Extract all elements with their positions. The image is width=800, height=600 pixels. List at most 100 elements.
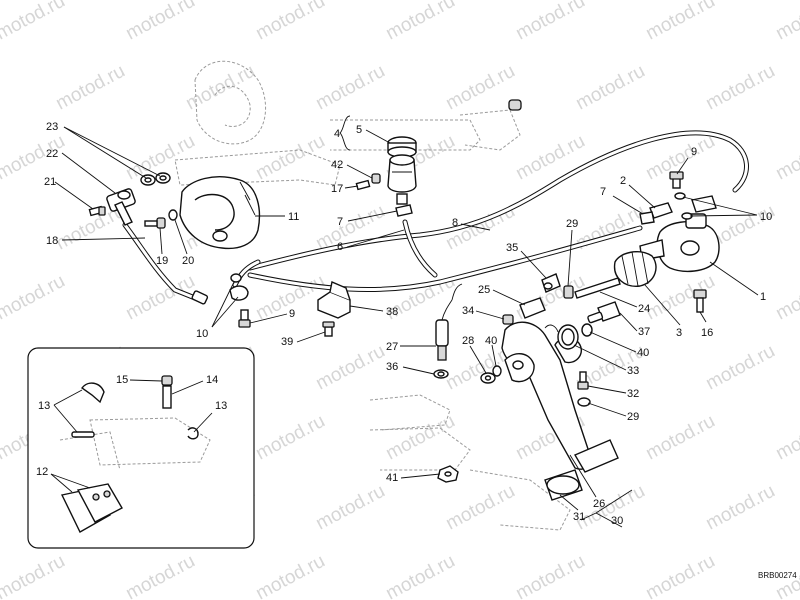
clevis-37 — [587, 301, 621, 324]
watermark-text: motod.ru — [0, 551, 69, 600]
label-4: 4 — [334, 128, 340, 140]
pin-13-b — [71, 431, 95, 438]
watermark-text: motod.ru — [442, 481, 518, 535]
screw-17 — [355, 179, 371, 191]
washer-28 — [480, 372, 496, 384]
label-7-right: 7 — [600, 186, 606, 198]
pin-29-top — [563, 285, 574, 299]
bracket-38 — [317, 281, 351, 319]
label-28: 28 — [462, 335, 474, 347]
reservoir-bracket-42 — [371, 173, 381, 184]
fitting-10-left — [229, 273, 249, 301]
label-40-right: 40 — [637, 347, 649, 359]
watermark-text: motod.ru — [512, 131, 588, 185]
label-27: 27 — [386, 341, 398, 353]
label-25: 25 — [478, 284, 490, 296]
label-40-left: 40 — [485, 335, 497, 347]
watermark-text: motod.ru — [382, 0, 458, 44]
clamp-7-top — [395, 204, 413, 217]
bolt-21 — [88, 205, 106, 217]
label-2: 2 — [620, 175, 626, 187]
clip-13-a — [81, 382, 105, 404]
label-10-right: 10 — [760, 211, 772, 223]
label-6: 6 — [337, 241, 343, 253]
watermark-text: motod.ru — [252, 411, 328, 465]
label-24: 24 — [638, 303, 650, 315]
fluid-reservoir-4 — [387, 136, 417, 205]
clamp-7-right — [639, 211, 655, 225]
banjo-right — [691, 195, 717, 213]
label-5: 5 — [356, 124, 362, 136]
leader-lines — [50, 115, 759, 528]
watermark-text: motod.ru — [382, 551, 458, 600]
label-41: 41 — [386, 472, 398, 484]
watermark-text: motod.ru — [0, 271, 69, 325]
hose-18 — [122, 222, 209, 305]
pushrod-24 — [574, 277, 621, 299]
label-18: 18 — [46, 235, 58, 247]
bolt-9-left — [238, 309, 251, 328]
nut-36 — [433, 369, 449, 379]
watermark-text: motod.ru — [702, 61, 778, 115]
washer-20 — [168, 209, 178, 221]
watermark-text: motod.ru — [702, 341, 778, 395]
label-34: 34 — [462, 305, 474, 317]
label-1: 1 — [760, 291, 766, 303]
watermark-text: motod.ru — [252, 0, 328, 44]
inset-panel — [27, 347, 255, 549]
brake-pads-12 — [60, 483, 123, 533]
watermark-text: motod.ru — [122, 551, 198, 600]
oring-40-left — [492, 365, 502, 377]
drawing-code: BRB00274 — [758, 571, 797, 580]
label-29-top: 29 — [566, 218, 578, 230]
watermark-text: motod.ru — [312, 61, 388, 115]
watermark-text: motod.ru — [252, 131, 328, 185]
watermark-text: motod.ru — [772, 131, 800, 185]
label-7-top: 7 — [337, 216, 343, 228]
hose-6 — [402, 219, 438, 278]
watermark-text: motod.ru — [512, 551, 588, 600]
label-13-right: 13 — [215, 400, 227, 412]
bleed-cap-15 — [161, 375, 173, 386]
label-23: 23 — [46, 121, 58, 133]
watermark-text: motod.ru — [642, 551, 718, 600]
watermark-text: motod.ru — [252, 551, 328, 600]
oring-40-right — [581, 323, 593, 337]
watermark-text: motod.ru — [0, 0, 69, 44]
bolt-9-right — [669, 171, 684, 189]
part-number-labels: 23 22 21 18 19 20 11 10 9 38 39 4 5 42 1… — [36, 121, 797, 580]
screw-39 — [322, 321, 335, 337]
label-30: 30 — [611, 515, 623, 527]
watermark-text: motod.ru — [642, 0, 718, 44]
label-22: 22 — [46, 148, 58, 160]
label-36: 36 — [386, 361, 398, 373]
watermark-text: motod.ru — [312, 341, 388, 395]
nut-41 — [437, 465, 459, 483]
label-10-left: 10 — [196, 328, 208, 340]
label-12: 12 — [36, 466, 48, 478]
label-26: 26 — [593, 498, 605, 510]
watermark-text: motod.ru — [642, 411, 718, 465]
watermark-text: motod.ru — [122, 0, 198, 44]
label-15: 15 — [116, 374, 128, 386]
watermark-text: motod.ru — [772, 271, 800, 325]
label-37: 37 — [638, 326, 650, 338]
watermark-text: motod.ru — [442, 61, 518, 115]
watermark-text: motod.ru — [772, 0, 800, 44]
label-35: 35 — [506, 242, 518, 254]
bleed-screw-19 — [144, 217, 166, 229]
label-39: 39 — [281, 336, 293, 348]
label-11: 11 — [288, 211, 299, 223]
spring-33 — [544, 324, 579, 350]
label-29-lower: 29 — [627, 411, 639, 423]
watermark-text: motod.ru — [772, 411, 800, 465]
watermark-text: motod.ru — [312, 481, 388, 535]
nut-34 — [502, 314, 514, 325]
master-cylinder-1 — [639, 213, 720, 273]
watermark-text: motod.ru — [702, 481, 778, 535]
label-14: 14 — [206, 374, 218, 386]
label-9-left: 9 — [289, 308, 295, 320]
brake-caliper-11 — [179, 176, 261, 250]
adjuster-bolt-25 — [519, 297, 546, 319]
